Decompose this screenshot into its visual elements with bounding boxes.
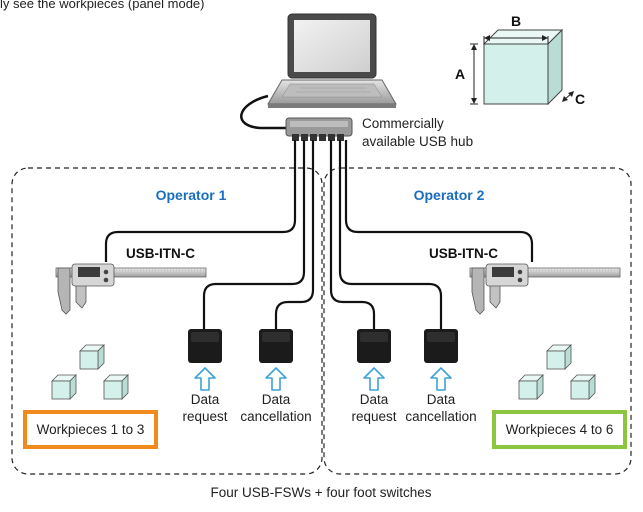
foot-switch-icon bbox=[188, 329, 222, 363]
caliper-1-icon bbox=[55, 263, 207, 315]
switch-1-label-line2: request bbox=[182, 409, 227, 424]
workpieces-1-box bbox=[23, 410, 158, 449]
workpiece-cube-icon bbox=[79, 344, 105, 370]
up-arrow-icon bbox=[194, 367, 216, 391]
operator-2-zone bbox=[323, 167, 632, 475]
laptop-icon bbox=[267, 13, 397, 108]
usb-hub-icon bbox=[285, 117, 353, 141]
switch-4-label-line1: Data bbox=[427, 392, 456, 407]
workpiece-cube-icon bbox=[546, 344, 572, 370]
dimension-label-b: B bbox=[511, 13, 521, 29]
workpiece-cube-icon bbox=[518, 374, 544, 400]
switch-1-label-line1: Data bbox=[191, 392, 220, 407]
switch-4-label-line2: cancellation bbox=[405, 409, 476, 424]
caliper-2-icon bbox=[469, 263, 621, 315]
up-arrow-icon bbox=[430, 367, 452, 391]
dimension-label-a: A bbox=[455, 66, 465, 82]
cable-label-1: USB-ITN-C bbox=[126, 246, 195, 261]
workpieces-2-box bbox=[492, 410, 627, 449]
operator-1-label: Operator 1 bbox=[156, 187, 227, 203]
foot-switch-icon bbox=[259, 329, 293, 363]
foot-switch-icon bbox=[424, 329, 458, 363]
workpiece-cube-icon bbox=[103, 374, 129, 400]
dimension-cube-icon bbox=[470, 28, 574, 106]
workpieces-2-label: Workpieces 4 to 6 bbox=[506, 422, 614, 437]
operator-1-zone bbox=[11, 167, 323, 475]
switch-2-label-line1: Data bbox=[262, 392, 291, 407]
switch-3-label-line2: request bbox=[351, 409, 396, 424]
workpiece-cube-icon bbox=[51, 374, 77, 400]
switch-2-label-line2: cancellation bbox=[240, 409, 311, 424]
caption: Four USB-FSWs + four foot switches bbox=[211, 485, 432, 500]
workpieces-1-label: Workpieces 1 to 3 bbox=[37, 422, 145, 437]
hub-label-line2: available USB hub bbox=[362, 134, 473, 149]
hub-cables bbox=[104, 140, 534, 332]
header-fragment: ly see the workpieces (panel mode) bbox=[0, 0, 205, 11]
foot-switch-icon bbox=[357, 329, 391, 363]
hub-label-line1: Commercially bbox=[362, 116, 444, 131]
operator-2-label: Operator 2 bbox=[414, 187, 485, 203]
switch-3-label-line1: Data bbox=[360, 392, 389, 407]
workpiece-cube-icon bbox=[570, 374, 596, 400]
cable-label-2: USB-ITN-C bbox=[429, 246, 498, 261]
dimension-label-c: C bbox=[575, 91, 585, 107]
laptop-hub-cable bbox=[240, 94, 288, 130]
up-arrow-icon bbox=[363, 367, 385, 391]
up-arrow-icon bbox=[265, 367, 287, 391]
